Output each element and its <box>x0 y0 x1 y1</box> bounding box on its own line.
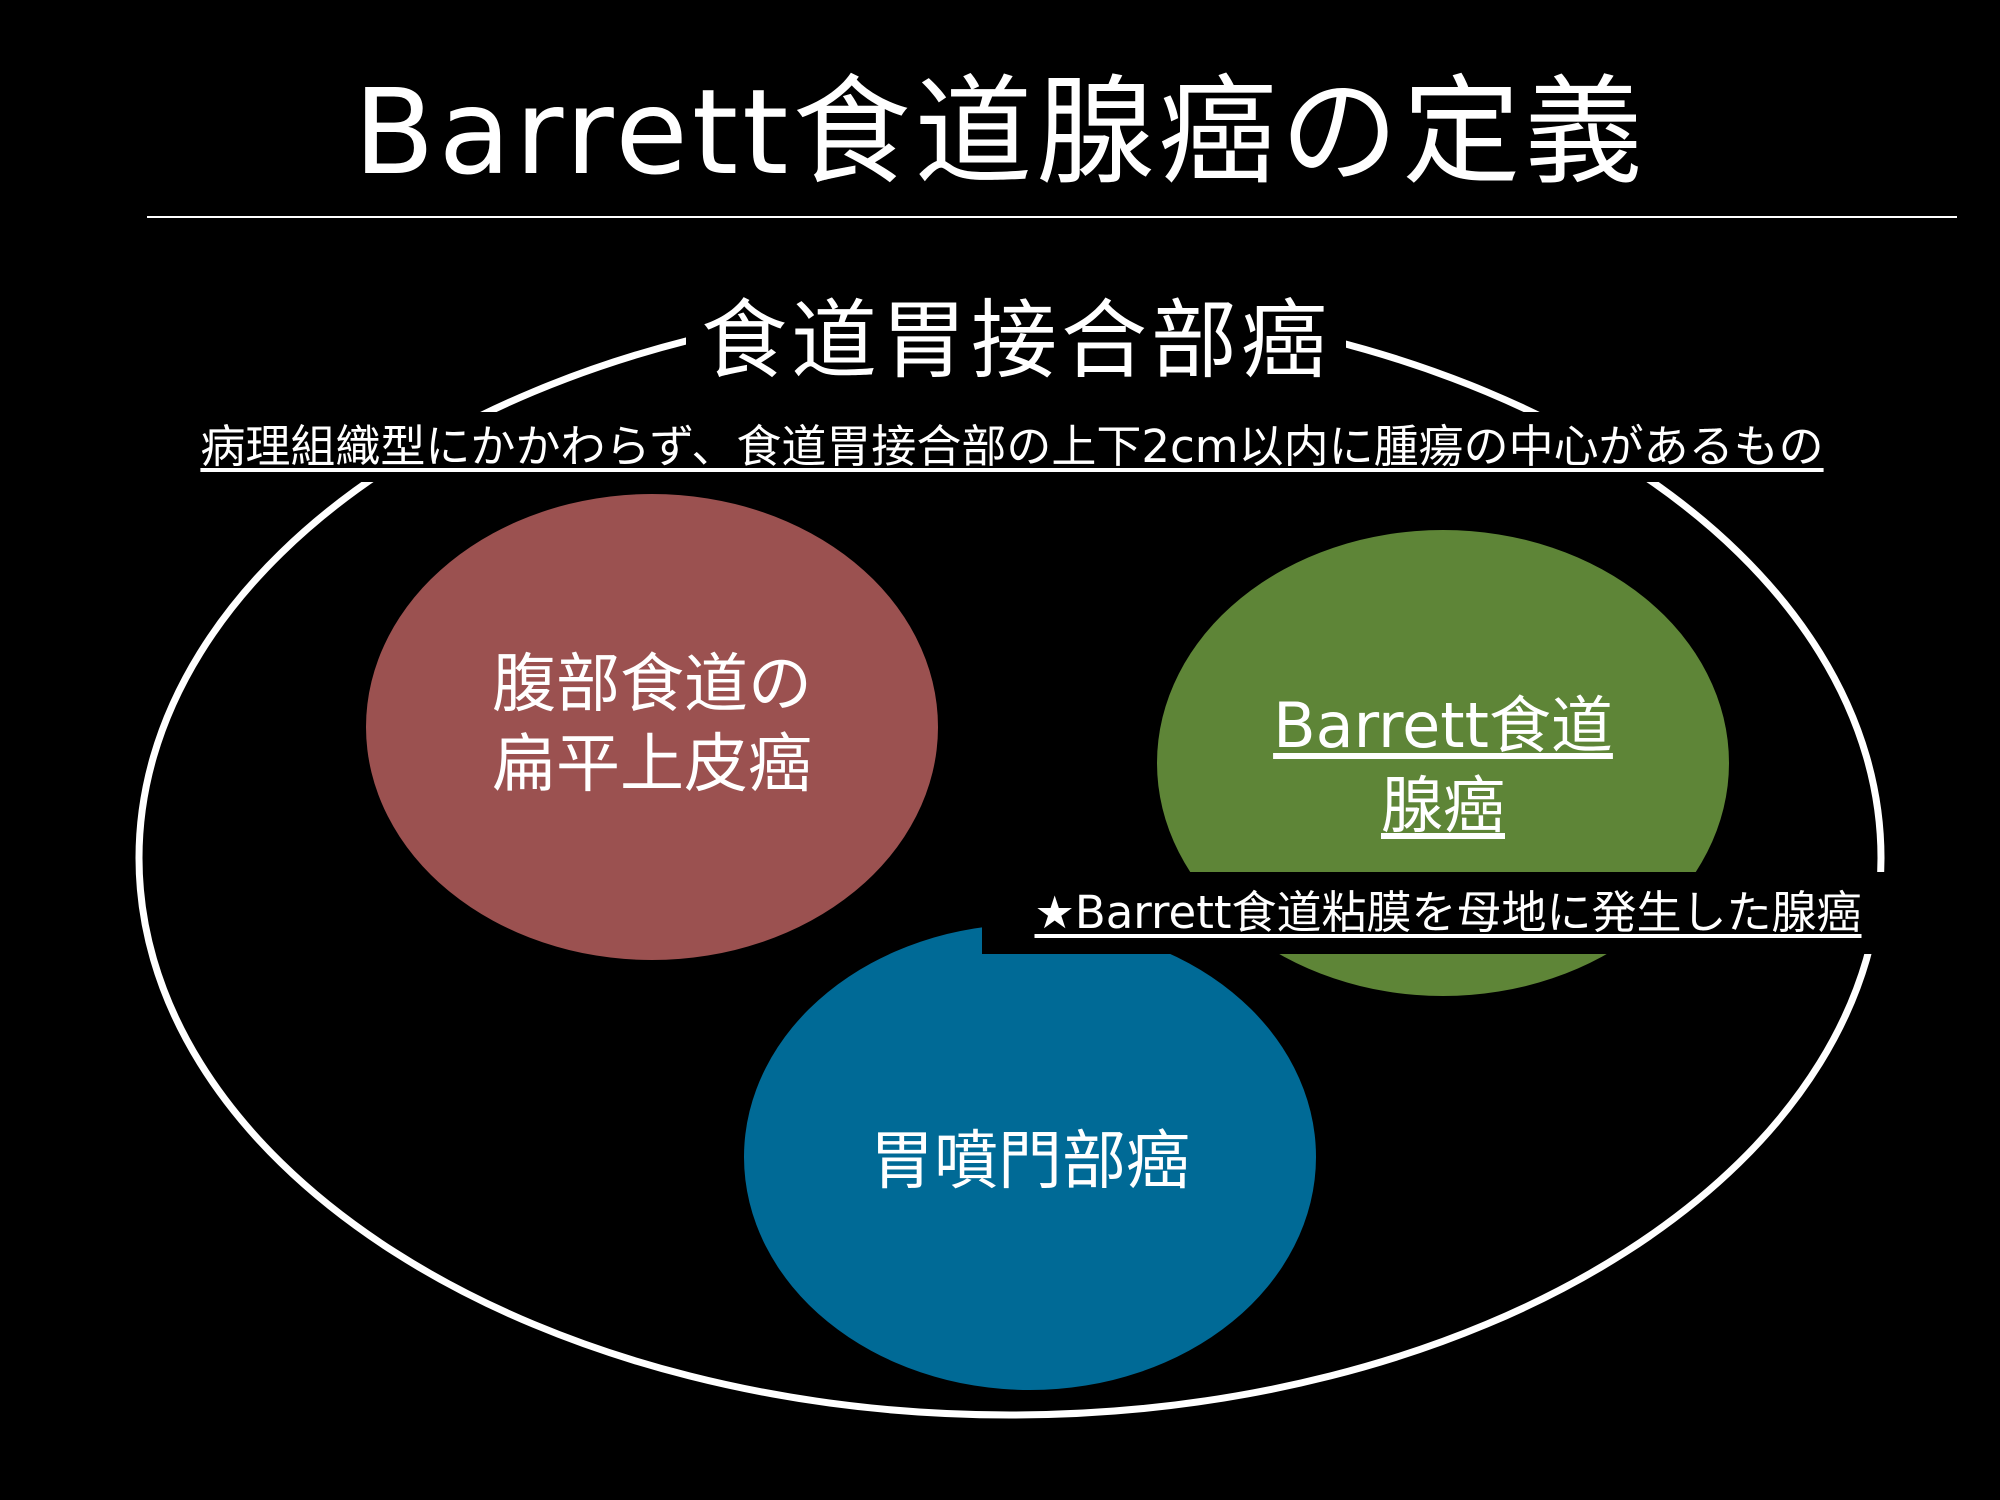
circle-squamous <box>366 494 938 960</box>
region-heading: 食道胃接合部癌 <box>686 286 1346 396</box>
barrett-note: ★Barrett食道粘膜を母地に発生した腺癌 <box>982 872 1914 954</box>
label-barrett-adenocarcinoma: Barrett食道 腺癌 <box>1273 689 1613 842</box>
title-divider <box>147 216 1957 218</box>
region-definition: 病理組織型にかかわらず、食道胃接合部の上下2cm以内に腫瘍の中心があるもの <box>132 412 1892 482</box>
circle-cardia <box>744 924 1316 1390</box>
slide-title: Barrett食道腺癌の定義 <box>353 63 1647 201</box>
label-squamous-cell-carcinoma: 腹部食道の 扁平上皮癌 <box>492 648 812 802</box>
label-cardia-carcinoma: 胃噴門部癌 <box>870 1125 1190 1199</box>
